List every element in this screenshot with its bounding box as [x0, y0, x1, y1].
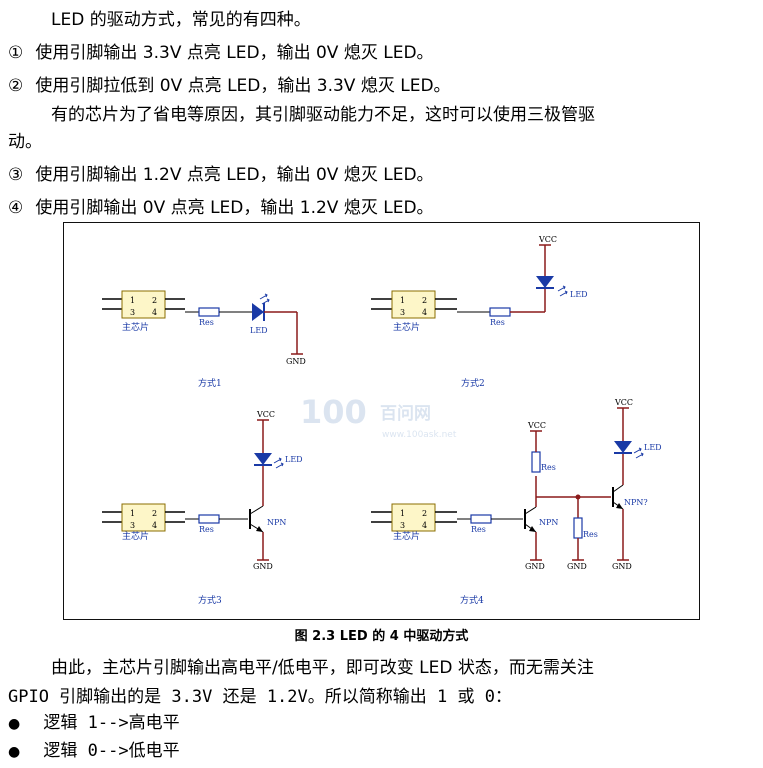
svg-text:3: 3: [130, 308, 135, 317]
svg-text:4: 4: [422, 308, 427, 317]
mode-label: 方式4: [460, 594, 484, 606]
list-item: ② 使用引脚拉低到 0V 点亮 LED，输出 3.3V 熄灭 LED。: [8, 75, 451, 97]
svg-text:4: 4: [152, 308, 157, 317]
list-item: ④ 使用引脚输出 0V 点亮 LED，输出 1.2V 熄灭 LED。: [8, 197, 434, 219]
led-symbol: [252, 303, 264, 321]
svg-text:VCC: VCC: [527, 421, 546, 430]
item-marker: ②: [8, 76, 24, 96]
circuit-diagram: 100 百问网 www.100ask.net 1 2 3 4 主芯片 Res L…: [63, 222, 700, 620]
chip-label: 主芯片: [122, 321, 149, 333]
item-marker: ④: [8, 198, 24, 218]
resistor: [470, 514, 492, 524]
svg-text:主芯片: 主芯片: [122, 530, 149, 542]
bullet-item: ● 逻辑 0-->低电平: [8, 740, 180, 763]
svg-text:GND: GND: [525, 562, 545, 571]
svg-text:1: 1: [130, 509, 135, 518]
svg-text:3: 3: [400, 308, 405, 317]
list-item: ③ 使用引脚输出 1.2V 点亮 LED，输出 0V 熄灭 LED。: [8, 164, 434, 186]
note-text-2: 动。: [8, 132, 42, 152]
svg-text:LED: LED: [644, 443, 662, 452]
resistor: [198, 307, 220, 317]
svg-text:1: 1: [130, 296, 135, 305]
svg-text:Res: Res: [541, 463, 556, 472]
resistor: [573, 517, 583, 539]
res-label: Res: [199, 318, 214, 327]
item-marker: ③: [8, 165, 24, 185]
watermark: 100 百问网 www.100ask.net: [300, 393, 457, 440]
led-symbol: [614, 441, 632, 453]
svg-text:NPN?: NPN?: [624, 498, 648, 507]
svg-text:Res: Res: [471, 525, 486, 534]
svg-text:Res: Res: [490, 318, 505, 327]
bullet-item: ● 逻辑 1-->高电平: [8, 712, 180, 735]
svg-text:GND: GND: [612, 562, 632, 571]
svg-text:GND: GND: [253, 562, 273, 571]
mode4-circuit: 1 2 3 4 主芯片 Res NPN GND Res VCC Res GND: [371, 398, 662, 606]
svg-text:2: 2: [152, 509, 157, 518]
item-text: 使用引脚拉低到 0V 点亮 LED，输出 3.3V 熄灭 LED。: [35, 76, 451, 96]
led-symbol: [254, 453, 272, 465]
svg-text:2: 2: [422, 296, 427, 305]
intro-text: LED 的驱动方式，常见的有四种。: [51, 10, 311, 30]
mode1-circuit: 1 2 3 4 主芯片 Res LED GND 方式1: [102, 290, 306, 389]
svg-text:LED: LED: [570, 290, 588, 299]
svg-text:Res: Res: [199, 525, 214, 534]
list-item: ① 使用引脚输出 3.3V 点亮 LED，输出 0V 熄灭 LED。: [8, 42, 434, 64]
summary-text-2: GPIO 引脚输出的是 3.3V 还是 1.2V。所以简称输出 1 或 0：: [8, 687, 512, 707]
resistor: [198, 514, 220, 524]
led-symbol: [536, 276, 554, 288]
svg-text:Res: Res: [583, 530, 598, 539]
bullet-text: 逻辑 1-->高电平: [43, 713, 180, 733]
mode-label: 方式2: [461, 377, 485, 389]
gnd-label: GND: [286, 357, 306, 366]
svg-text:主芯片: 主芯片: [393, 321, 420, 333]
item-text: 使用引脚输出 1.2V 点亮 LED，输出 0V 熄灭 LED。: [35, 165, 434, 185]
svg-text:LED: LED: [285, 455, 303, 464]
svg-text:GND: GND: [567, 562, 587, 571]
mode3-circuit: 1 2 3 4 主芯片 Res NPN GND LED VCC 方式3: [102, 410, 303, 606]
item-text: 使用引脚输出 0V 点亮 LED，输出 1.2V 熄灭 LED。: [35, 198, 434, 218]
svg-text:3: 3: [400, 521, 405, 530]
svg-text:2: 2: [152, 296, 157, 305]
svg-text:4: 4: [422, 521, 427, 530]
svg-text:1: 1: [400, 296, 405, 305]
item-text: 使用引脚输出 3.3V 点亮 LED，输出 0V 熄灭 LED。: [35, 43, 434, 63]
led-label: LED: [250, 326, 268, 335]
svg-text:2: 2: [422, 509, 427, 518]
bullet-text: 逻辑 0-->低电平: [43, 741, 180, 761]
bullet-icon: ●: [8, 744, 21, 760]
resistor: [531, 451, 541, 473]
watermark-number: 100: [300, 393, 367, 431]
svg-text:主芯片: 主芯片: [393, 530, 420, 542]
figure-caption: 图 2.3 LED 的 4 中驱动方式: [294, 629, 469, 644]
mode-label: 方式1: [198, 377, 222, 389]
svg-text:VCC: VCC: [614, 398, 633, 407]
summary-text-1: 由此，主芯片引脚输出高电平/低电平，即可改变 LED 状态，而无需关注: [51, 658, 594, 678]
watermark-url: www.100ask.net: [382, 430, 457, 440]
svg-text:1: 1: [400, 509, 405, 518]
vcc-label: VCC: [538, 235, 557, 244]
svg-text:4: 4: [152, 521, 157, 530]
item-marker: ①: [8, 43, 24, 63]
svg-text:VCC: VCC: [256, 410, 275, 419]
watermark-name: 百问网: [380, 403, 431, 424]
note-text-1: 有的芯片为了省电等原因，其引脚驱动能力不足，这时可以使用三极管驱: [51, 105, 595, 125]
svg-text:3: 3: [130, 521, 135, 530]
npn-label: NPN: [267, 518, 286, 527]
mode-label: 方式3: [198, 594, 222, 606]
bullet-icon: ●: [8, 716, 21, 732]
mode2-circuit: 1 2 3 4 主芯片 Res VCC LED 方式2: [371, 235, 588, 389]
svg-text:NPN: NPN: [539, 518, 558, 527]
resistor: [489, 307, 511, 317]
